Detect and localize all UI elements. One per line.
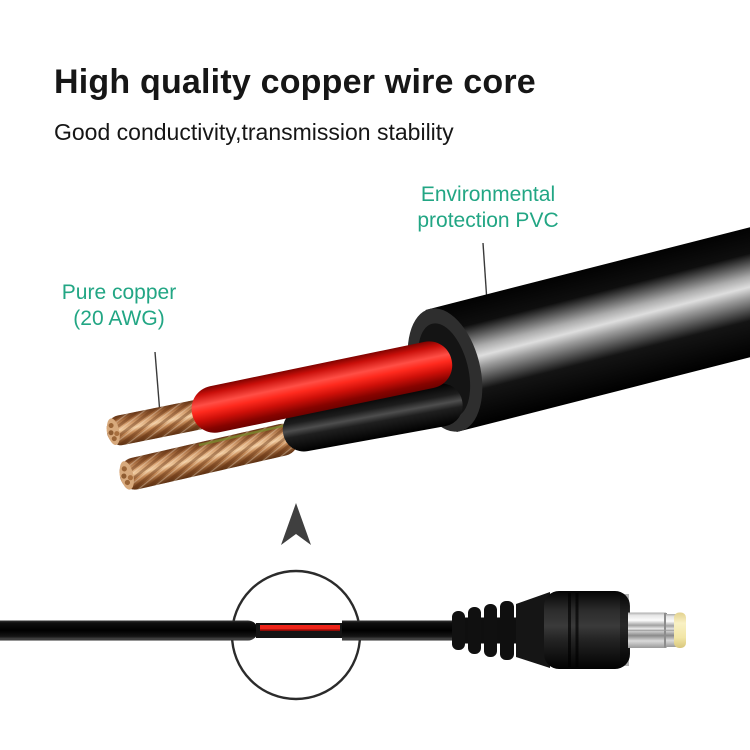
copper-strands-bottom	[119, 422, 299, 490]
cable-outer-jacket	[425, 206, 750, 433]
black-inner-wire	[282, 383, 463, 452]
annotation-pvc-label: Environmental protection PVC	[397, 182, 579, 234]
metal-barrel	[628, 612, 678, 648]
page-title: High quality copper wire core	[54, 62, 536, 101]
dc-plug-connector	[452, 591, 686, 669]
annotation-copper-line1: Pure copper	[61, 281, 177, 304]
pvc-leader-line	[482, 242, 488, 303]
annotation-pvc-line2: protection PVC	[417, 209, 559, 232]
copper-strands-top	[106, 398, 218, 446]
annotation-pvc-line1: Environmental	[420, 183, 556, 206]
annotation-copper-label: Pure copper (20 AWG)	[28, 280, 210, 332]
bottom-cable	[0, 620, 460, 641]
exposed-red-wire	[260, 625, 340, 631]
connector-body	[544, 591, 630, 669]
page-subtitle: Good conductivity,transmission stability	[54, 119, 454, 145]
plug-tip	[674, 612, 686, 648]
copper-leader-line	[154, 351, 161, 415]
red-inner-wire	[191, 341, 453, 433]
connector-cone	[516, 592, 550, 668]
annotation-copper-line2: (20 AWG)	[73, 307, 165, 330]
up-arrow-icon	[281, 503, 311, 545]
